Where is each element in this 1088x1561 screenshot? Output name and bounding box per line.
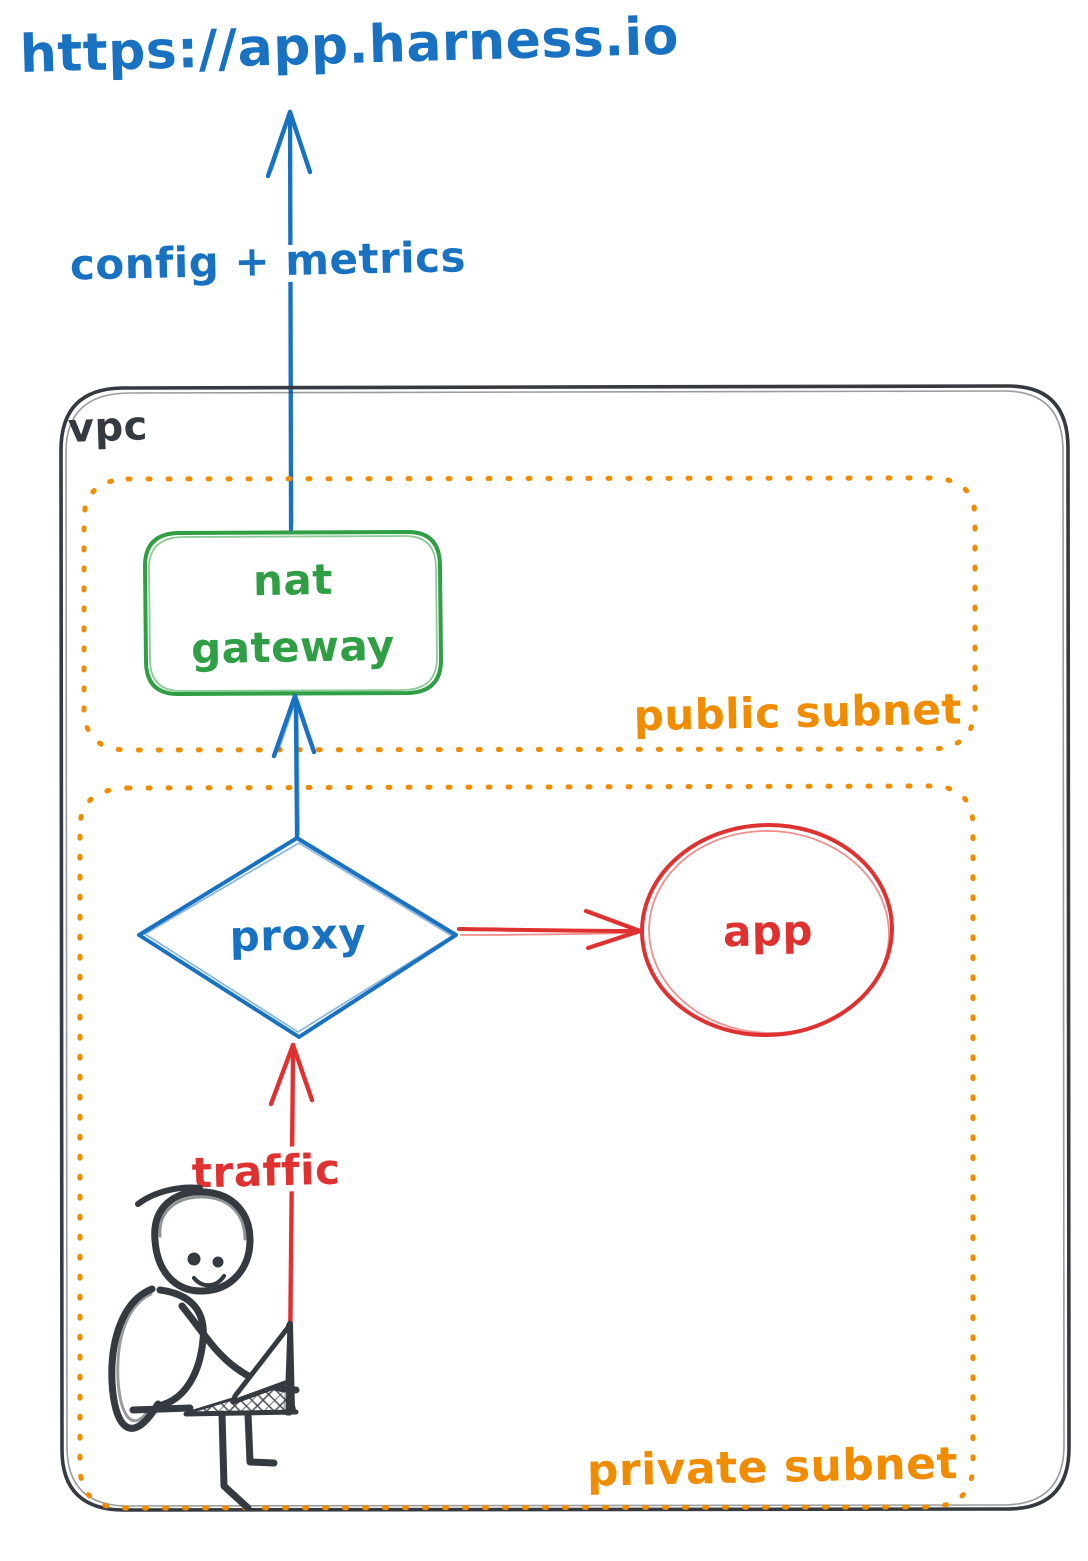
container-vpc: vpc [59, 384, 1071, 1512]
user-smile-icon [191, 1273, 227, 1288]
user-leg-back [244, 1410, 278, 1467]
nat-gateway-label-line1: nat [253, 555, 334, 605]
traffic-text: traffic [191, 1145, 341, 1198]
proxy-label: proxy [229, 909, 367, 962]
container-private-subnet: private subnet [77, 783, 976, 1511]
node-user[interactable] [108, 1184, 300, 1512]
app-shape [640, 822, 894, 1038]
user-eye-icon [187, 1252, 201, 1266]
proxy-shape [137, 836, 458, 1039]
user-torso [156, 1286, 207, 1409]
user-lap [129, 1404, 194, 1414]
traffic-halo: traffic [191, 1145, 341, 1198]
edge-proxy-to-app [457, 908, 643, 951]
edge-label-traffic: traffic traffic [185, 1138, 348, 1204]
laptop-base-edge [183, 1409, 299, 1417]
user-back [108, 1285, 162, 1432]
edge-user-to-proxy [268, 1042, 315, 1351]
node-app[interactable]: app [638, 821, 895, 1040]
config-metrics-text: config + metrics [69, 232, 466, 289]
app-label: app [723, 906, 814, 957]
private-subnet-label: private subnet [586, 1438, 958, 1497]
user-back-sketch [116, 1292, 153, 1423]
user-head [151, 1188, 254, 1295]
edge-label-config-metrics: config + metrics config + metrics [62, 225, 473, 296]
node-proxy[interactable]: proxy [137, 836, 458, 1039]
laptop-screen [230, 1322, 293, 1405]
node-nat-gateway[interactable]: nat gateway [143, 530, 443, 696]
nat-gateway-shape [143, 530, 443, 696]
vpc-border [59, 384, 1071, 1512]
user-head-sketch [158, 1195, 247, 1241]
edge-proxy-to-nat [271, 693, 317, 841]
nat-gateway-shape-sketch [148, 535, 438, 692]
app-shape-sketch [648, 830, 890, 1034]
nat-gateway-label-line2: gateway [191, 621, 396, 674]
edge-nat-to-internet [265, 109, 313, 533]
proxy-shape-sketch [144, 842, 453, 1033]
vpc-label: vpc [67, 403, 148, 452]
user-hair [135, 1184, 203, 1207]
endpoint-url-text: https://app.harness.io [19, 7, 680, 85]
user-leg-front [218, 1410, 252, 1512]
public-subnet-label: public subnet [633, 685, 962, 741]
user-eye-2-icon [212, 1256, 224, 1268]
container-public-subnet: public subnet [81, 475, 978, 753]
external-endpoint-label: https://app.harness.io [19, 7, 680, 85]
vpc-border-sketch [65, 390, 1065, 1507]
